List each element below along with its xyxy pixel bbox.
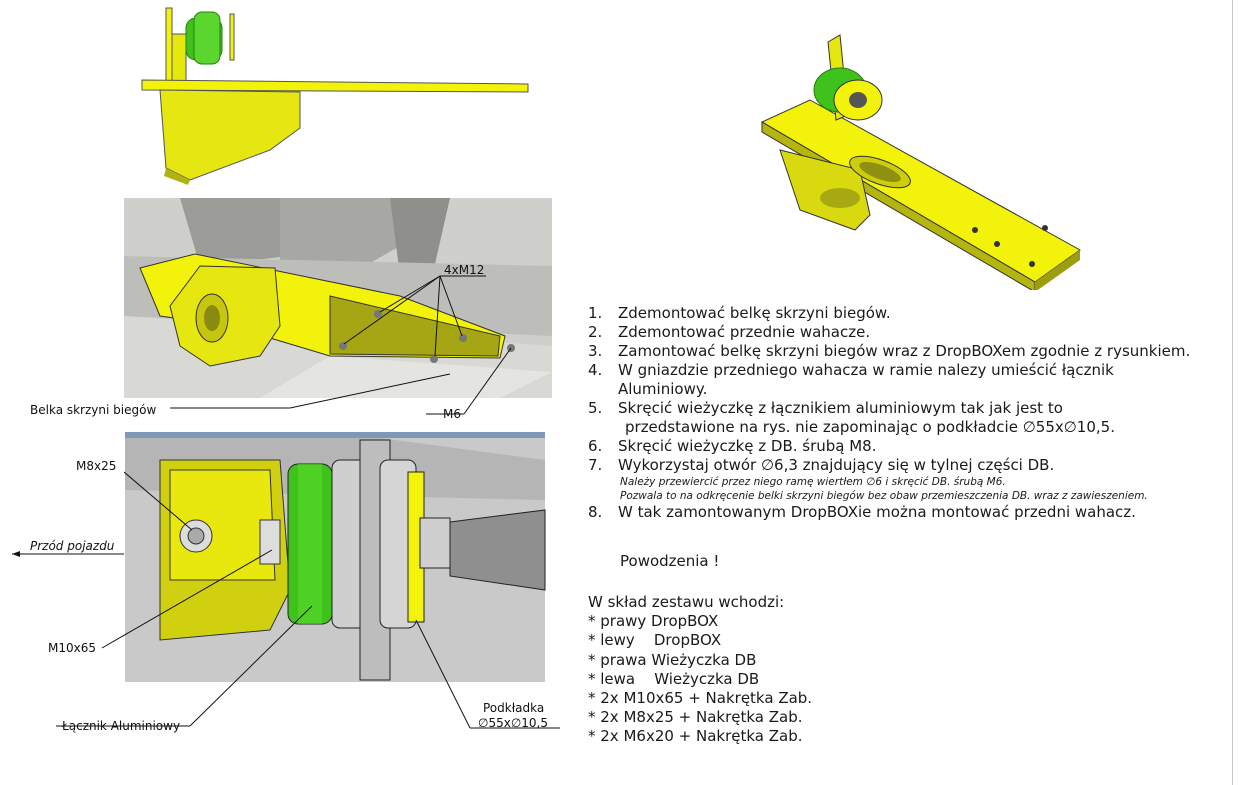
page-border: [1232, 0, 1233, 785]
label-m6: M6: [443, 407, 461, 421]
wieżyczka-detail-drawing: M8x25 Przód pojazdu M10x65 Łącznik Alumi…: [12, 432, 560, 733]
instruction-1: 1.Zdemontować belkę skrzyni biegów.: [588, 304, 891, 322]
kit-item: * 2x M6x20 + Nakrętka Zab.: [588, 727, 803, 746]
instruction-7: 7.Wykorzystaj otwór ∅6,3 znajdujący się …: [588, 456, 1148, 502]
instruction-6: 6.Skręcić wieżyczkę z DB. śrubą M8.: [588, 437, 877, 455]
kit-contents: W skład zestawu wchodzi: * prawy DropBOX…: [588, 593, 812, 747]
kit-item: * prawy DropBOX: [588, 612, 719, 631]
kit-item: * lewa Wieżyczka DB: [588, 669, 760, 688]
instruction-5: 5.Skręcić wieżyczkę z łącznikiem alumini…: [588, 399, 1115, 436]
kit-item: * 2x M8x25 + Nakrętka Zab.: [588, 708, 803, 727]
label-m10x65: M10x65: [48, 641, 96, 655]
instruction-4: 4.W gniazdzie przedniego wahacza w ramie…: [588, 361, 1114, 398]
kit-item: * 2x M10x65 + Nakrętka Zab.: [588, 689, 813, 708]
instructions-list: 1.Zdemontować belkę skrzyni biegów. 2.Zd…: [588, 304, 1228, 522]
instruction-3: 3.Zamontować belkę skrzyni biegów wraz z…: [588, 342, 1191, 360]
kit-item: * prawa Wieżyczka DB: [588, 650, 757, 669]
label-belka: Belka skrzyni biegów: [30, 403, 156, 417]
label-front: Przód pojazdu: [30, 539, 115, 553]
kit-item: * lewy DropBOX: [588, 631, 722, 650]
dropbox-3d-render: [760, 34, 1081, 290]
kit-title: W skład zestawu wchodzi:: [588, 593, 785, 611]
belka-render: 4xM12 Belka skrzyni biegów M6: [30, 198, 552, 421]
instruction-2: 2.Zdemontować przednie wahacze.: [588, 323, 871, 341]
instruction-8: 8.W tak zamontowanym DropBOXie można mon…: [588, 503, 1136, 521]
label-4xm12: 4xM12: [444, 263, 484, 277]
label-m8x25: M8x25: [76, 459, 116, 473]
label-podkladka-dim: ∅55x∅10,5: [478, 716, 548, 730]
label-podkladka: Podkładka: [483, 701, 544, 715]
good-luck-text: Powodzenia !: [620, 552, 720, 570]
side-view-drawing: [141, 7, 529, 185]
label-lacznik: Łącznik Aluminiowy: [61, 719, 180, 733]
